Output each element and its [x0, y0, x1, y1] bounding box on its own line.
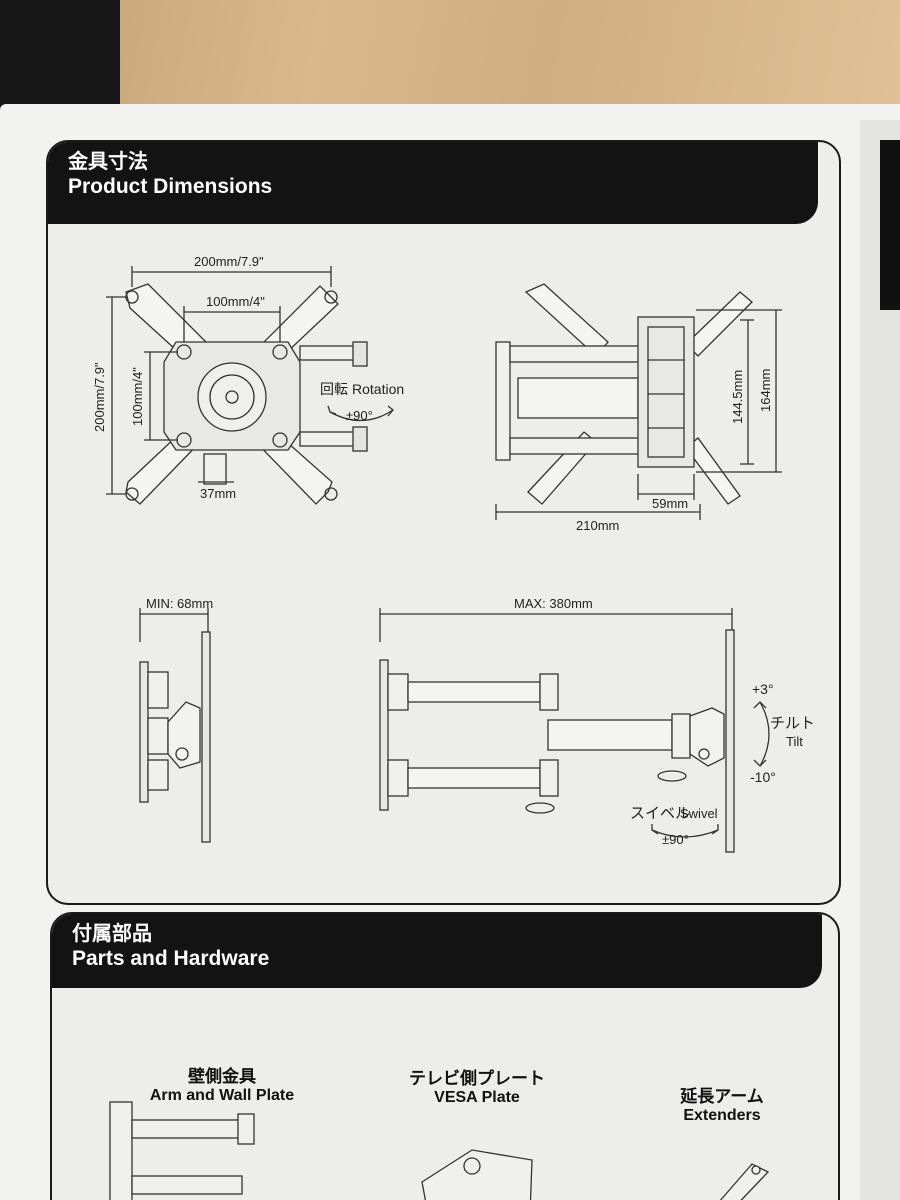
- vesa-plate-drawing: [421, 1149, 533, 1200]
- parts-title-jp: 付属部品: [72, 923, 152, 945]
- part-vesa-plate-jp: テレビ側プレート: [409, 1069, 545, 1088]
- dimension-drawings: 200mm/7.9" 100mm/4" 200mm/7.9" 100mm/4" …: [92, 254, 815, 853]
- dimensions-title-en: Product Dimensions: [68, 175, 273, 198]
- top-height-outer: 164mm: [758, 369, 773, 412]
- part-extenders-en: Extenders: [683, 1107, 761, 1124]
- tilt-label-en: Tilt: [786, 734, 803, 749]
- rotation-label-en: Rotation: [352, 381, 404, 397]
- rotation-label-jp: 回転: [320, 381, 348, 397]
- parts-drawings: [109, 1101, 770, 1200]
- front-width-outer: 200mm/7.9": [194, 254, 264, 269]
- top-depth: 210mm: [576, 518, 619, 533]
- extender-drawing: [719, 1163, 770, 1200]
- next-panel-edge: [880, 140, 900, 310]
- arm-wall-plate-drawing: [109, 1101, 255, 1200]
- side-view-max-drawing: [379, 608, 770, 853]
- part-arm-wall-plate-label: 壁側金具 Arm and Wall Plate: [142, 1062, 302, 1105]
- part-arm-wall-plate-en: Arm and Wall Plate: [149, 1087, 295, 1104]
- side-min-label: MIN: 68mm: [146, 596, 213, 611]
- swivel-label-jp: スイベル: [630, 805, 690, 822]
- top-view-drawing: [495, 283, 782, 520]
- front-width-inner: 100mm/4": [206, 294, 265, 309]
- tilt-up-value: +3°: [752, 681, 774, 697]
- part-vesa-plate-en: VESA Plate: [434, 1089, 520, 1106]
- swivel-value: ±90°: [662, 832, 689, 847]
- tilt-down-value: -10°: [750, 769, 776, 785]
- part-arm-wall-plate-jp: 壁側金具: [188, 1067, 256, 1086]
- top-plate-width: 59mm: [652, 496, 688, 511]
- tilt-label-jp: チルト: [770, 715, 815, 732]
- rotation-value: ±90°: [346, 408, 373, 423]
- part-extenders-label: 延長アーム Extenders: [652, 1082, 792, 1125]
- top-height-inner: 144.5mm: [730, 370, 745, 424]
- side-max-label: MAX: 380mm: [514, 596, 593, 611]
- part-extenders-jp: 延長アーム: [680, 1087, 764, 1106]
- parts-panel: 付属部品 Parts and Hardware 壁側金具 Arm and Wal…: [50, 912, 840, 1200]
- front-view-drawing: [106, 266, 394, 505]
- dimensions-panel: 金具寸法 Product Dimensions: [46, 140, 841, 905]
- parts-header: 付属部品 Parts and Hardware: [52, 914, 822, 988]
- front-offset: 37mm: [200, 486, 236, 501]
- dimensions-title-jp: 金具寸法: [68, 151, 148, 173]
- dimensions-header: 金具寸法 Product Dimensions: [48, 142, 818, 224]
- front-height-outer: 200mm/7.9": [92, 362, 107, 432]
- parts-title-en: Parts and Hardware: [72, 947, 270, 970]
- swivel-label-en: Swivel: [680, 806, 718, 821]
- side-view-min-drawing: [139, 608, 211, 843]
- front-height-inner: 100mm/4": [130, 367, 145, 426]
- part-vesa-plate-label: テレビ側プレート VESA Plate: [392, 1064, 562, 1107]
